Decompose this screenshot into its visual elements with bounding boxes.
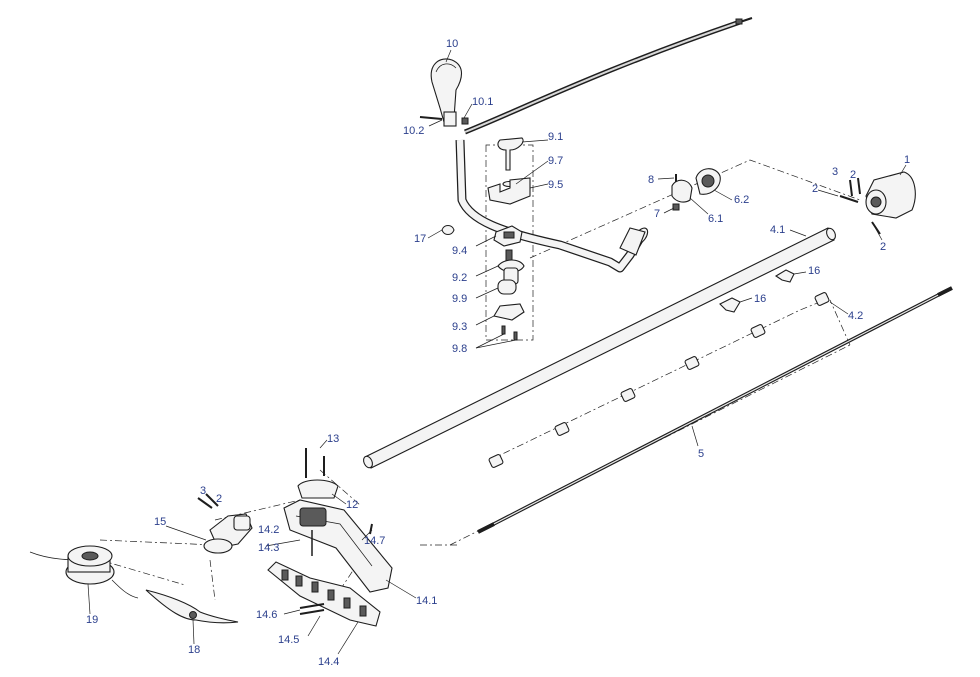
label-7: 7 (654, 208, 660, 220)
gear-head (197, 493, 253, 554)
label-14-6: 14.6 (256, 609, 277, 621)
cutting-blade (145, 589, 239, 624)
drive-shaft (477, 286, 953, 534)
label-12: 12 (346, 499, 358, 511)
label-14-7: 14.7 (364, 535, 385, 547)
label-9-4: 9.4 (452, 245, 467, 257)
label-16-b: 16 (754, 293, 766, 305)
clutch-housing (839, 171, 916, 235)
label-10-2: 10.2 (403, 125, 424, 137)
label-5: 5 (698, 448, 704, 460)
label-18: 18 (188, 644, 200, 656)
label-9-3: 9.3 (452, 321, 467, 333)
shaft-bushings (488, 269, 830, 468)
label-4-1: 4.1 (770, 224, 785, 236)
label-14-1: 14.1 (416, 595, 437, 607)
label-9-5: 9.5 (548, 179, 563, 191)
label-13: 13 (327, 433, 339, 445)
label-2-left: 2 (216, 493, 222, 505)
shaft-tube (363, 227, 836, 469)
label-2-top-c: 2 (880, 241, 886, 253)
label-1: 1 (904, 154, 910, 166)
label-6-1: 6.1 (708, 213, 723, 225)
label-10: 10 (446, 38, 458, 50)
label-14-5: 14.5 (278, 634, 299, 646)
label-15: 15 (154, 516, 166, 528)
guard-assembly (267, 448, 393, 627)
label-14-3: 14.3 (258, 542, 279, 554)
throttle-cable (464, 17, 753, 135)
label-8: 8 (648, 174, 654, 186)
label-3-top: 3 (832, 166, 838, 178)
label-17: 17 (414, 233, 426, 245)
label-9-7: 9.7 (548, 155, 563, 167)
handle-clamp-parts (487, 137, 531, 341)
label-14-4: 14.4 (318, 656, 339, 668)
label-3-left: 3 (200, 485, 206, 497)
label-2-top-b: 2 (812, 183, 818, 195)
label-4-2: 4.2 (848, 310, 863, 322)
label-10-1: 10.1 (472, 96, 493, 108)
label-19: 19 (86, 614, 98, 626)
label-9-2: 9.2 (452, 272, 467, 284)
label-9-9: 9.9 (452, 293, 467, 305)
throttle-handle (419, 58, 469, 127)
label-14-2: 14.2 (258, 524, 279, 536)
label-9-8: 9.8 (452, 343, 467, 355)
label-16-a: 16 (808, 265, 820, 277)
label-6-2: 6.2 (734, 194, 749, 206)
callout-labels: 10 10.1 10.2 9.1 9.7 9.5 9.4 9.2 9.9 9.3… (86, 38, 910, 668)
label-2-top-a: 2 (850, 169, 856, 181)
small-clamp-parts (441, 168, 721, 236)
label-9-1: 9.1 (548, 131, 563, 143)
leader-lines (87, 49, 907, 655)
trimmer-head (29, 545, 139, 599)
